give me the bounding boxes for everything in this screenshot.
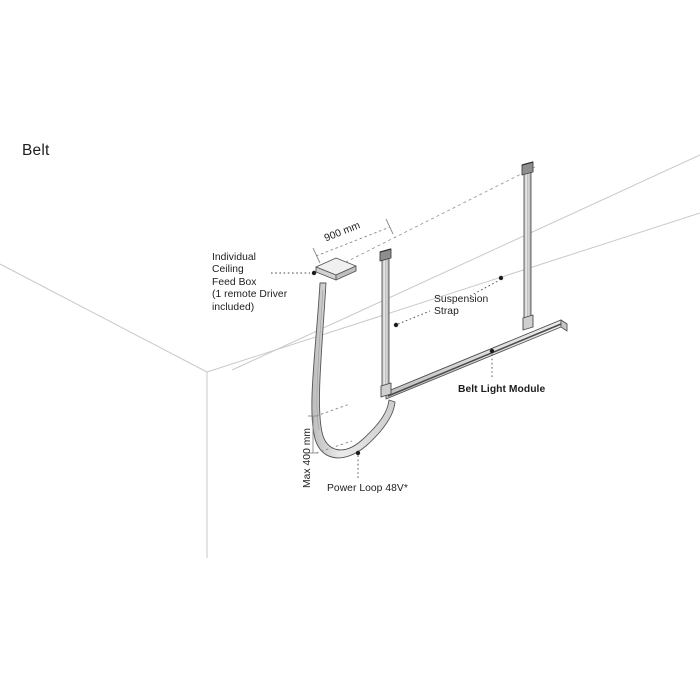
ceiling-edge-right	[206, 212, 700, 373]
strap-left-module-joint	[380, 382, 392, 398]
ceiling-feed-box	[315, 257, 357, 281]
leader-dot-strap-upper	[498, 275, 504, 281]
leader-dot-power-loop	[355, 450, 361, 456]
leader-dots	[311, 270, 504, 456]
leader-suspension-strap-upper	[469, 280, 499, 297]
dimension-max-400mm	[308, 403, 353, 454]
dim-900-tick-right	[385, 218, 394, 235]
dimension-label-max-400mm: Max 400 mm	[302, 427, 313, 488]
annotation-suspension-strap: Suspension Strap	[434, 294, 489, 318]
suspension-strap-left	[379, 248, 392, 398]
leader-lines	[271, 272, 493, 478]
strap-right-module-joint	[522, 314, 534, 331]
strap-left-bracket-edge	[379, 248, 392, 253]
dimension-900mm	[312, 218, 394, 264]
power-loop-body	[311, 282, 396, 459]
annotation-ceiling-feed-box: Individual Ceiling Feed Box (1 remote Dr…	[212, 252, 288, 313]
belt-light-module	[385, 319, 568, 400]
module-led-seam	[387, 323, 562, 397]
strap-right-bracket-edge	[521, 161, 534, 166]
power-loop-highlight	[316, 289, 324, 431]
module-end-cap	[560, 319, 568, 332]
alignment-dashed-line	[339, 166, 536, 266]
room-outline	[0, 212, 700, 558]
dim-900-tick-left	[312, 247, 321, 264]
ceiling-edge-left	[0, 263, 208, 373]
suspension-strap-right	[521, 161, 534, 331]
leader-suspension-strap	[397, 310, 431, 325]
annotation-belt-light-module: Belt Light Module	[458, 384, 546, 395]
feed-box-canopy-side-right	[335, 265, 357, 281]
leader-dot-light-module	[489, 348, 495, 354]
leader-dot-feed-box	[311, 270, 317, 276]
ceiling-plane-line	[231, 154, 700, 371]
leader-dot-suspension-strap	[393, 322, 399, 328]
dim-400-leader-bottom	[315, 440, 353, 454]
annotation-power-loop: Power Loop 48V*	[327, 483, 408, 494]
power-loop-48v	[311, 282, 396, 459]
dim-400-leader-top	[315, 403, 351, 417]
page-title: Belt	[22, 142, 50, 159]
